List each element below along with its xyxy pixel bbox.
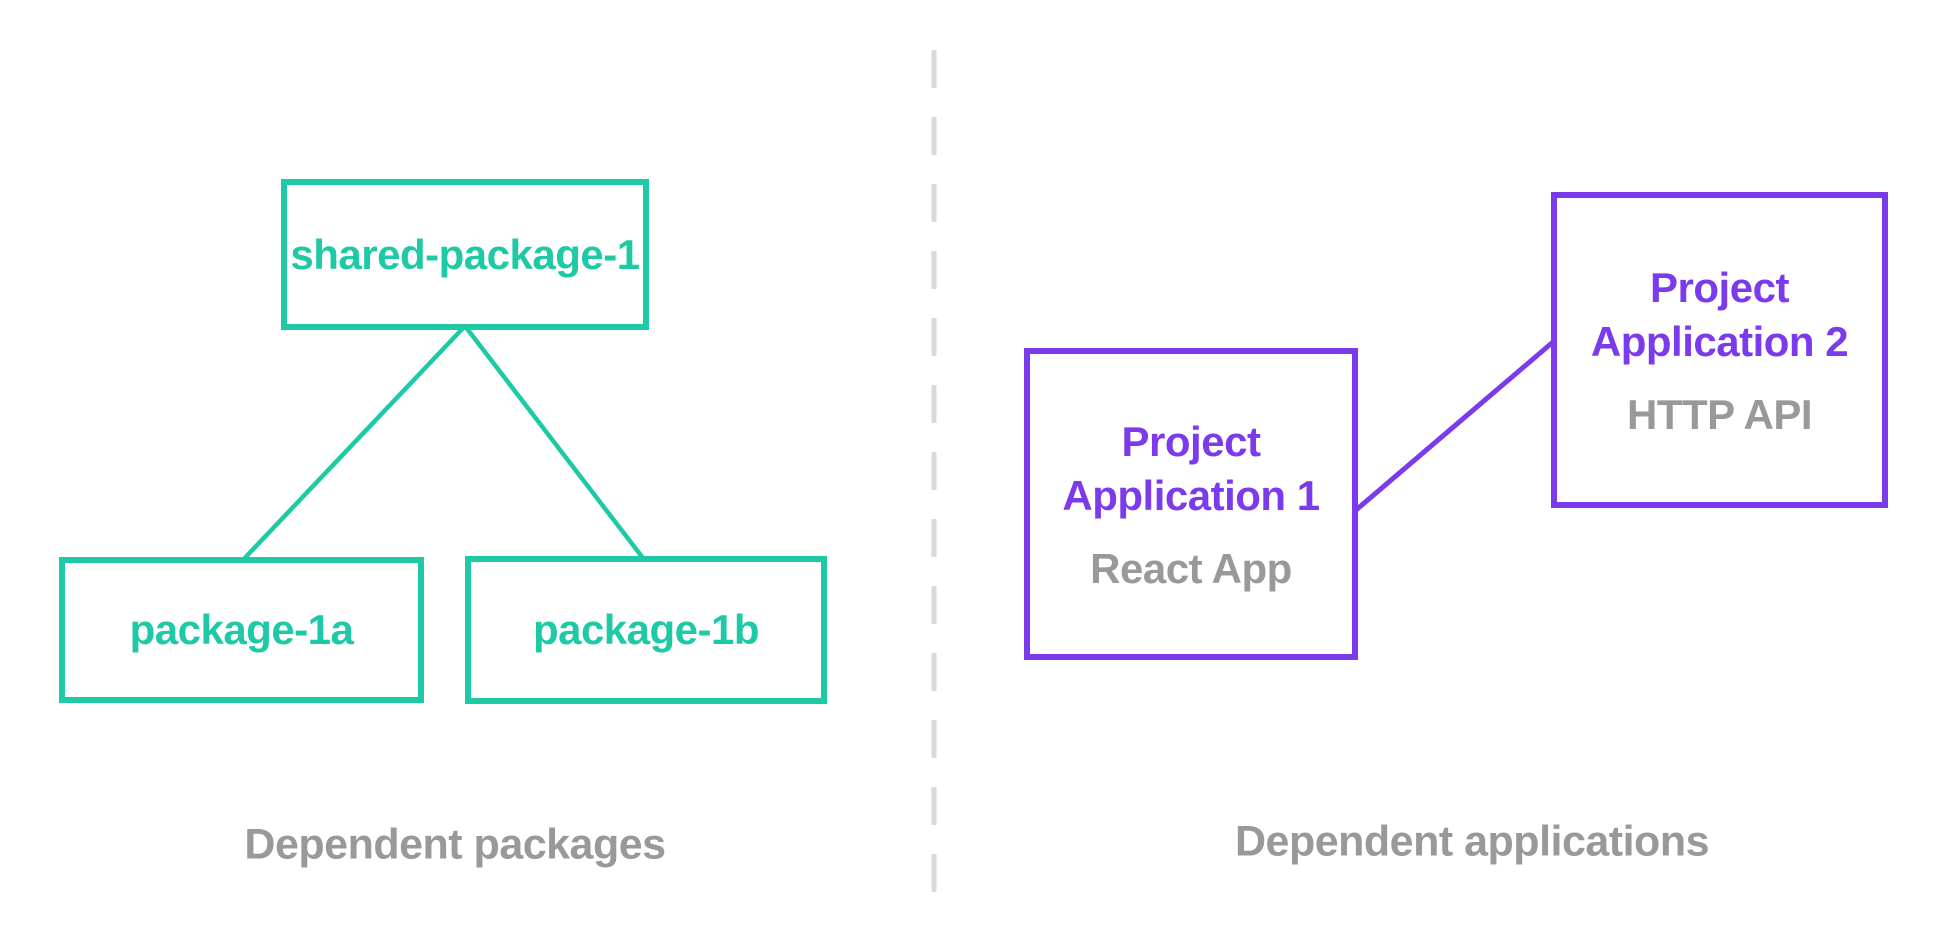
node-project-application-2: Project Application 2 HTTP API [1551,192,1888,508]
caption-dependent-packages: Dependent packages [244,820,666,869]
node-label: shared-package-1 [290,230,640,278]
edge-root-to-package-1b [463,324,648,564]
app-title-line-2: Application 2 [1590,318,1849,365]
edge-app1-to-app2 [1354,340,1555,512]
caption-dependent-applications: Dependent applications [1234,817,1710,866]
app-title: Project Application 2 [1590,261,1849,369]
node-label: package-1a [129,606,354,653]
app-title-line-1: Project [1650,264,1789,312]
app-subtitle: React App [1090,544,1292,592]
node-shared-package-1: shared-package-1 [281,179,649,330]
app-title-line-1: Project [1121,418,1261,466]
app-subtitle: HTTP API [1626,390,1813,438]
app-title: Project Application 1 [1062,415,1320,523]
edge-root-to-package-1a [239,324,467,564]
node-package-1b: package-1b [465,556,827,704]
node-label: package-1b [532,606,760,653]
node-project-application-1: Project Application 1 React App [1024,348,1358,660]
node-package-1a: package-1a [59,557,424,703]
app-title-line-2: Application 1 [1062,472,1320,519]
